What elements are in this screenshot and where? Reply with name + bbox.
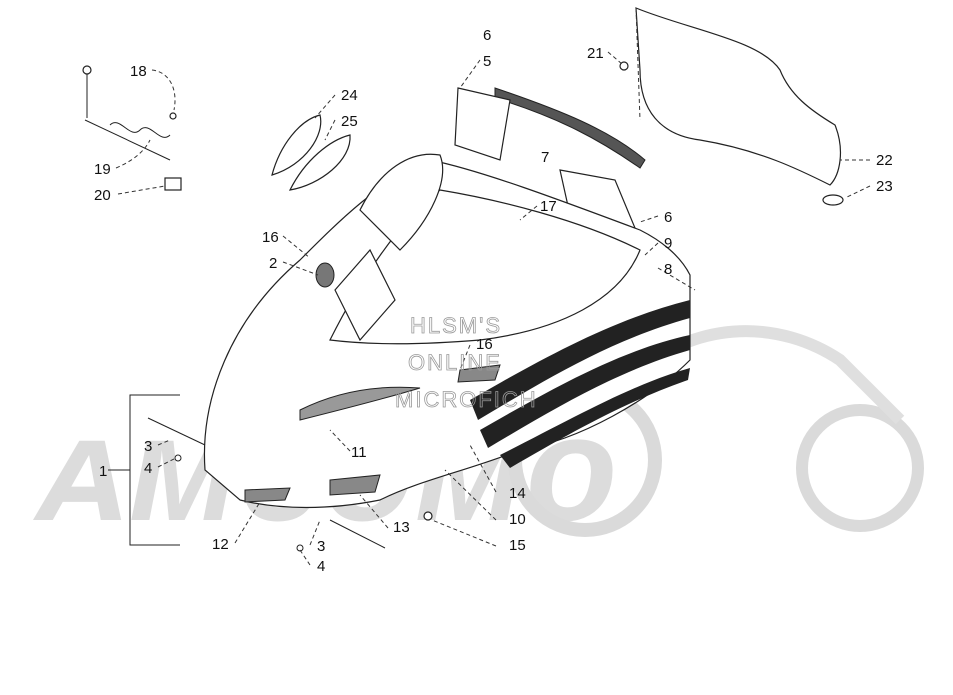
screw-18-top bbox=[82, 65, 92, 75]
callout-12: 12 bbox=[212, 536, 229, 553]
watermark-line-3: MICROFICH bbox=[395, 387, 538, 412]
leader-lines bbox=[115, 51, 871, 566]
callout-19: 19 bbox=[94, 161, 111, 178]
callout-6-lower: 6 bbox=[664, 209, 672, 226]
pin-3-bottom bbox=[329, 519, 386, 549]
callouts: 18 19 20 6 5 21 22 23 24 25 7 17 6 9 8 1… bbox=[94, 27, 893, 575]
decal-11 bbox=[299, 386, 421, 421]
decal-6-upper bbox=[454, 87, 511, 161]
decal-12 bbox=[244, 487, 291, 503]
callout-7: 7 bbox=[541, 149, 549, 166]
callout-3-bottom: 3 bbox=[317, 538, 325, 555]
decal-13 bbox=[329, 474, 381, 496]
callout-17: 17 bbox=[540, 198, 557, 215]
decal-24 bbox=[271, 114, 322, 176]
callout-4-bottom: 4 bbox=[317, 558, 325, 575]
watermark-overlay: HLSM'S ONLINE MICROFICH bbox=[395, 313, 538, 413]
nut-15 bbox=[423, 511, 433, 521]
callout-11: 11 bbox=[351, 444, 367, 461]
trim-strip bbox=[494, 87, 646, 169]
callout-9: 9 bbox=[664, 235, 672, 252]
screw-21 bbox=[619, 61, 629, 71]
screw-18-right bbox=[169, 112, 177, 120]
callout-6-top: 6 bbox=[483, 27, 491, 44]
callout-2: 2 bbox=[269, 255, 277, 272]
callout-20: 20 bbox=[94, 187, 111, 204]
console bbox=[359, 153, 444, 251]
callout-18: 18 bbox=[130, 63, 147, 80]
callout-14: 14 bbox=[509, 485, 526, 502]
callout-23: 23 bbox=[876, 178, 893, 195]
cable-assembly bbox=[82, 65, 182, 191]
callout-15: 15 bbox=[509, 537, 526, 554]
clip-4-bottom bbox=[296, 544, 304, 552]
callout-16-center: 16 bbox=[476, 336, 493, 353]
clip-4-left bbox=[174, 454, 182, 462]
callout-24: 24 bbox=[341, 87, 358, 104]
watermark-wheel-right bbox=[796, 404, 924, 532]
callout-13: 13 bbox=[393, 519, 410, 536]
vent bbox=[334, 248, 396, 342]
watermark-line-2: ONLINE bbox=[408, 350, 502, 375]
callout-21: 21 bbox=[587, 45, 604, 62]
grommet-23 bbox=[822, 194, 844, 206]
callout-16-left: 16 bbox=[262, 229, 279, 246]
decal-16-center bbox=[457, 364, 501, 383]
watermark-line-1: HLSM'S bbox=[410, 313, 502, 338]
hood bbox=[203, 153, 691, 509]
callout-group-1 bbox=[108, 394, 180, 546]
decal-16-left bbox=[315, 262, 335, 288]
callout-4-left: 4 bbox=[144, 460, 152, 477]
clip-20 bbox=[164, 177, 182, 191]
callout-1: 1 bbox=[99, 463, 107, 480]
callout-25: 25 bbox=[341, 113, 358, 130]
callout-22: 22 bbox=[876, 152, 893, 169]
callout-10: 10 bbox=[509, 511, 526, 528]
windshield bbox=[619, 7, 844, 206]
callout-3-left: 3 bbox=[144, 438, 152, 455]
pin-3-left bbox=[147, 417, 206, 446]
callout-5: 5 bbox=[483, 53, 491, 70]
callout-8: 8 bbox=[664, 261, 672, 278]
decal-25 bbox=[288, 134, 351, 191]
